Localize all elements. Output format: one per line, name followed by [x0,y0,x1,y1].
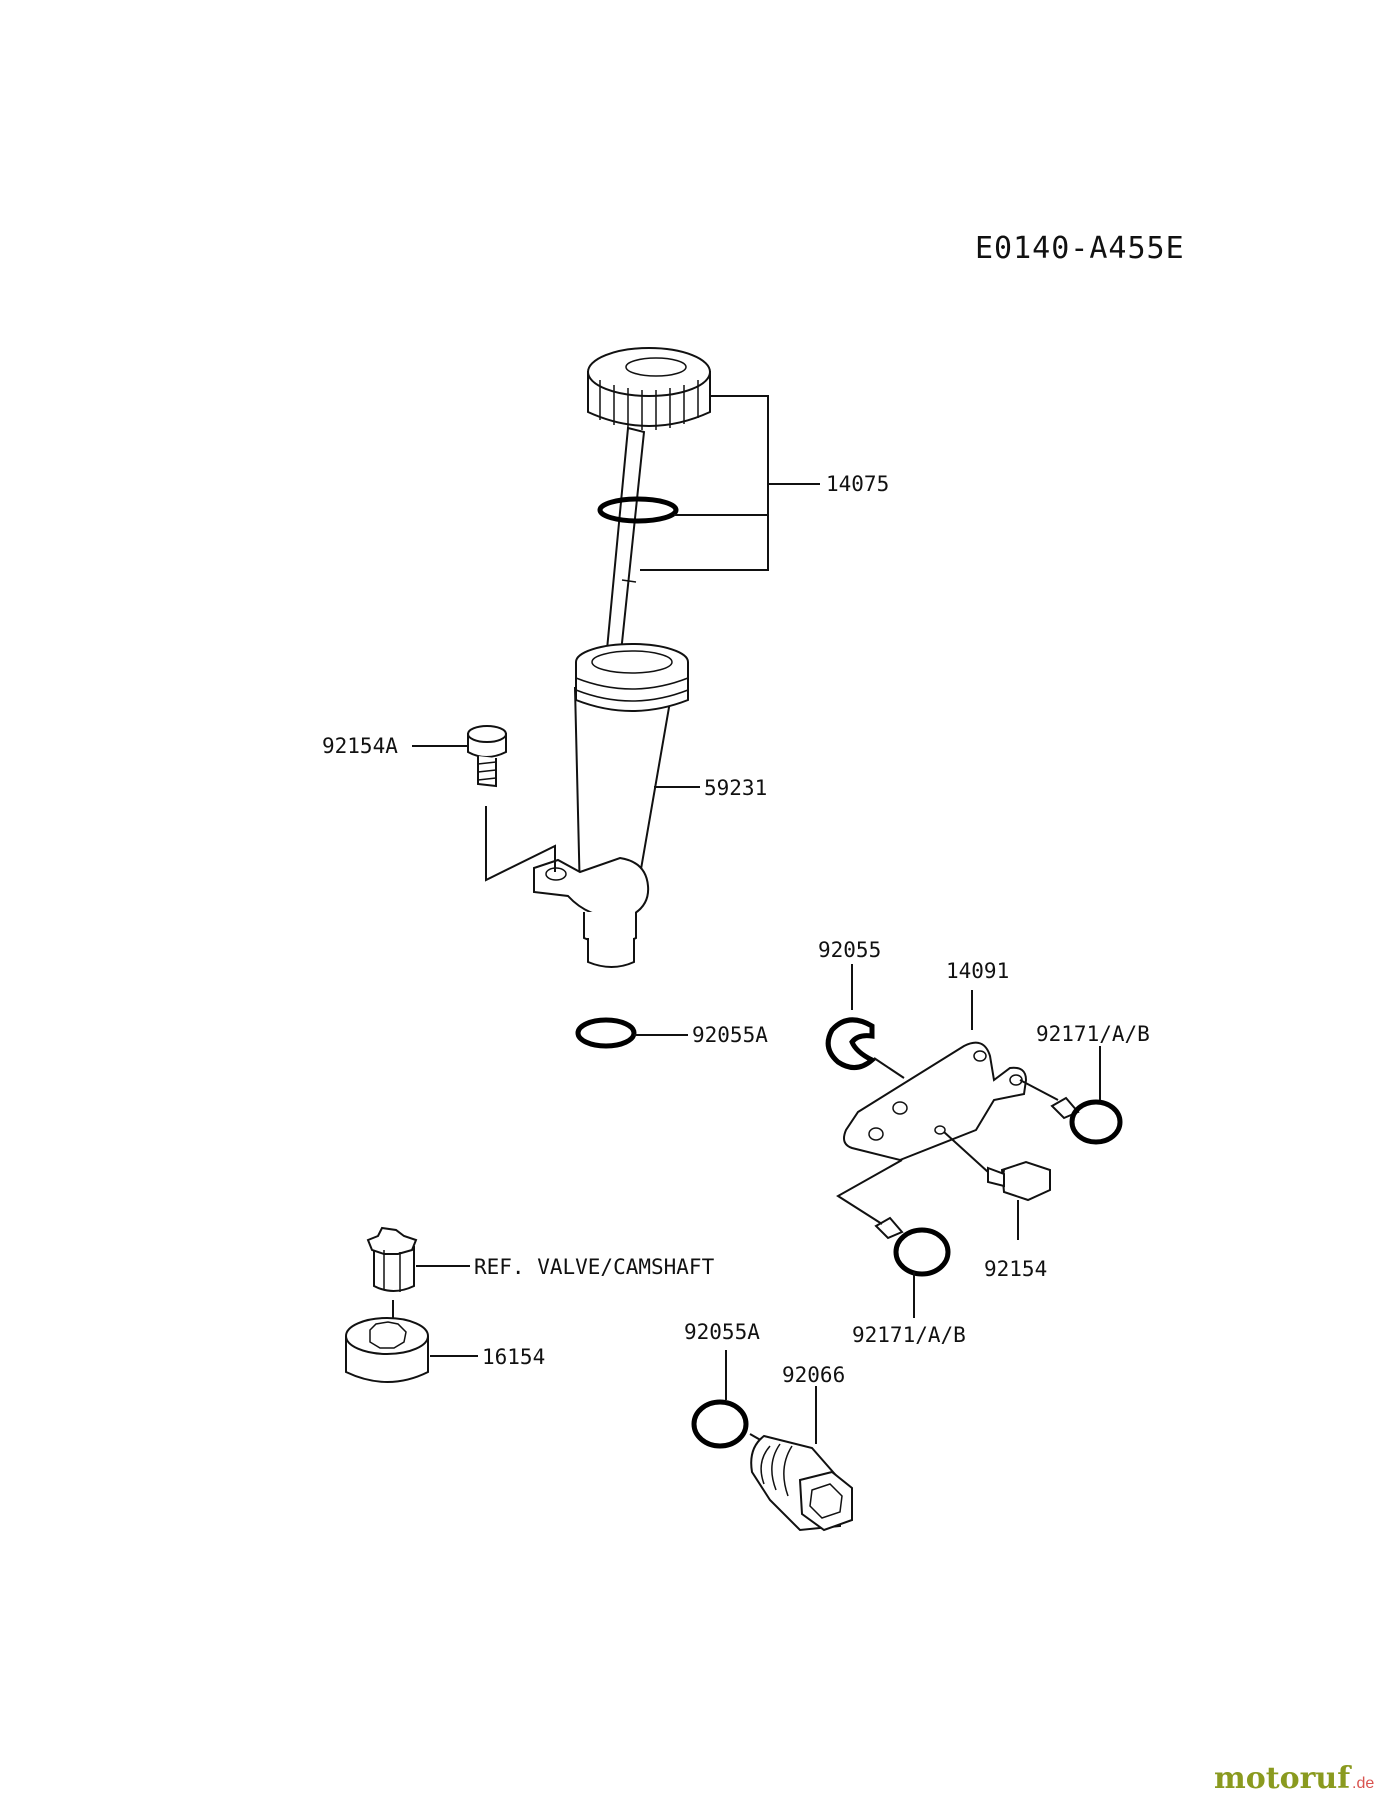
label-92055: 92055 [818,938,881,962]
label-92154A: 92154A [322,734,398,758]
svg-text:.de: .de [1352,1775,1374,1792]
o-ring-92055A-bottom [691,1399,749,1449]
label-92171-bottom: 92171/A/B [852,1323,966,1347]
oil-filler-tube-part [533,643,689,968]
label-16154: 16154 [482,1345,545,1369]
hose-clamp-part-bottom [874,1216,951,1277]
flange-bolt-part-top [467,725,507,788]
clip-92055 [825,1017,877,1070]
label-59231: 59231 [704,776,767,800]
label-14091: 14091 [946,959,1009,983]
watermark-logo: motoruf .de [1214,1761,1374,1796]
bracket-part [843,1041,1028,1162]
svg-text:motoruf: motoruf [1214,1761,1352,1796]
o-ring-92055A-top [575,1017,637,1049]
clamp-alignment-line-right [1019,1079,1059,1101]
flange-bolt-part [987,1160,1051,1202]
gear-part-16154 [345,1317,429,1383]
dipstick-o-ring [597,496,679,524]
label-92066: 92066 [782,1363,845,1387]
label-92055A-bottom: 92055A [684,1320,760,1344]
gear-part-ref [366,1226,418,1292]
bolt-alignment-line [485,806,556,882]
label-14075: 14075 [826,472,889,496]
clamp-alignment-line-bottom [836,1159,903,1225]
drain-plug-part [750,1434,853,1532]
diagram-code: E0140-A455E [975,231,1185,266]
label-92171-right: 92171/A/B [1036,1022,1150,1046]
label-92055A-top: 92055A [692,1023,768,1047]
leader-14075 [640,395,820,571]
label-92154: 92154 [984,1257,1047,1281]
clip-alignment-line [873,1057,905,1079]
label-ref-valve-camshaft: REF. VALVE/CAMSHAFT [474,1255,715,1279]
hose-clamp-part-right [1050,1096,1123,1145]
bolt-alignment-line-bracket [943,1131,989,1173]
